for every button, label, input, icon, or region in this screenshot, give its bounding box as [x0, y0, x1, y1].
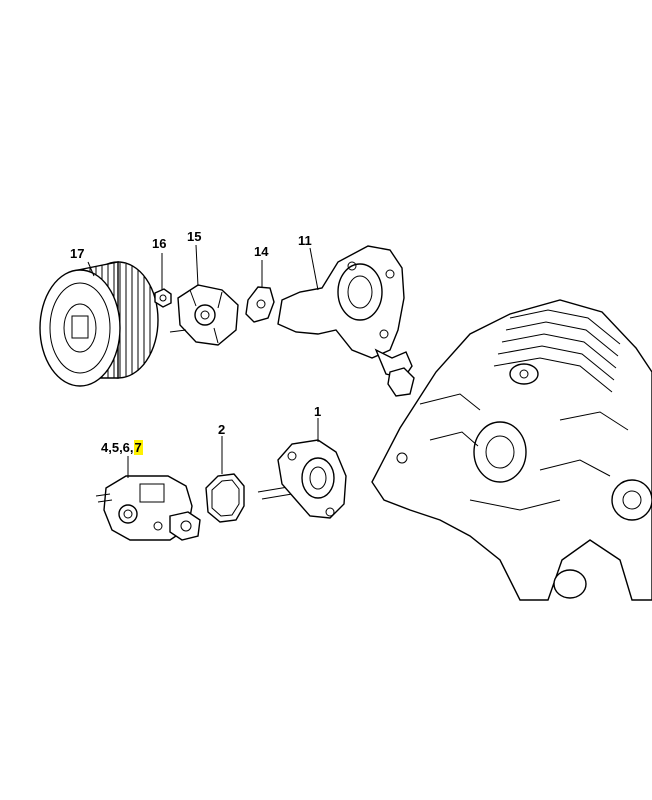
callout-16: 16	[152, 236, 167, 251]
hex-nut-icon	[154, 288, 172, 308]
callout-17: 17	[70, 246, 85, 261]
engine-housing-icon	[371, 299, 652, 601]
filter-base-icon	[169, 284, 239, 346]
callout-14: 14	[254, 244, 269, 259]
callout-4-5-6-label: 4,5,6,	[101, 440, 134, 455]
callout-2: 2	[218, 422, 226, 437]
callout-7-highlight: 7	[133, 440, 143, 455]
air-filter-icon	[39, 261, 159, 387]
leader-lines	[87, 244, 319, 478]
bracket-icon	[245, 286, 275, 323]
callout-4-5-6-7: 4,5,6,7	[101, 440, 143, 455]
flange-icon	[257, 439, 347, 519]
callout-15: 15	[187, 229, 202, 244]
manifold-icon	[277, 245, 415, 397]
gasket-icon	[205, 473, 245, 523]
callout-11: 11	[298, 233, 312, 248]
callout-1: 1	[314, 404, 322, 419]
carburetor-icon	[95, 475, 201, 541]
